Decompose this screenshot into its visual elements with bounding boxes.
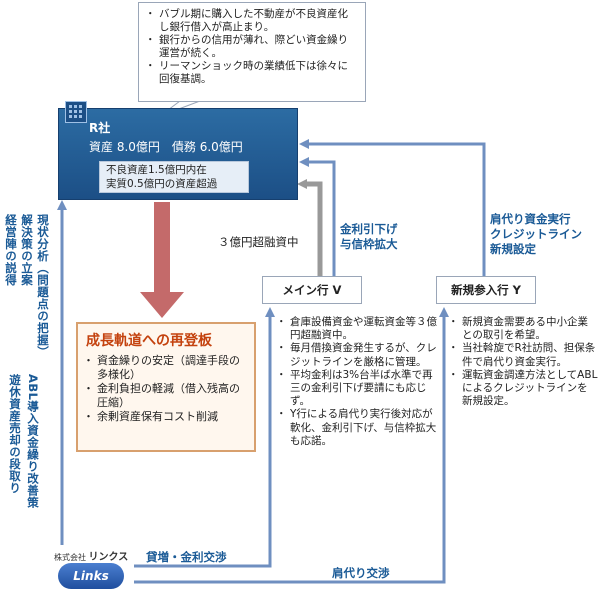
left-label-persuade: 経営陣の説得 (4, 214, 18, 286)
links-to-v-arrow (134, 307, 275, 568)
background-callout: バブル期に購入した不動産が不良資産化し銀行借入が高止まり。 銀行からの信用が薄れ… (138, 2, 366, 102)
bank-v-note: 毎月借換資金発生するが、クレジットラインを厳格に管理。 (276, 342, 440, 368)
company-name: R社 (89, 121, 111, 135)
company-status: 不良資産1.5億円内在 実質0.5億円の資産超過 (99, 161, 249, 193)
left-label-solution: 解決策の立案 (20, 214, 34, 286)
company-r-box: R社 資産 8.0億円 債務 6.0億円 不良資産1.5億円内在 実質0.5億円… (58, 101, 298, 200)
growth-box: 成長軌道への再登板 資金繰りの安定（調達手段の多様化） 金利負担の軽減（借入残高… (76, 322, 256, 452)
links-to-v-label: 貸増・金利交渉 (146, 550, 227, 564)
links-logo-badge: Links (58, 563, 124, 589)
v-to-r-gray-label: ３億円超融資中 (218, 235, 299, 249)
growth-arrow (140, 202, 184, 318)
v-to-r-gray-arrow (297, 179, 323, 276)
bank-y-note: 運転資金調達方法としてABLによるクレジットラインを新規設定。 (448, 369, 598, 409)
bank-v-box: メイン行 V (262, 276, 362, 304)
links-to-y-label: 肩代り交渉 (332, 566, 390, 580)
bank-v-note: Y行による肩代り実行後対応が軟化、金利引下げ、与信枠拡大も応諾。 (276, 408, 440, 448)
left-label-analysis: 現状分析（問題点の把握） (36, 214, 50, 358)
growth-title: 成長軌道への再登板 (86, 333, 212, 349)
links-to-y-arrow (134, 307, 449, 584)
growth-item: 金利負担の軽減（借入残高の圧縮） (83, 382, 246, 410)
bank-v-note: 平均金利は3%台半ば水準で再三の金利引下げ要請にも応じず。 (276, 369, 440, 409)
status-line: 実質0.5億円の資産超過 (106, 178, 218, 190)
callout-item: リーマンショック時の業績低下は徐々に回復基調。 (145, 60, 357, 86)
y-to-r-arrow (299, 139, 486, 276)
left-label-asset-sale: 遊休資産売却の段取り (8, 374, 22, 494)
bank-v-notes: 倉庫設備資金や運転資金等３億円超融資中。 毎月借換資金発生するが、クレジットライ… (276, 316, 440, 448)
callout-item: 銀行からの信用が薄れ、際どい資金繰り運営が続く。 (145, 34, 357, 60)
y-to-r-label: 肩代り資金実行 クレジットライン 新規設定 (490, 212, 582, 256)
company-assets: 資産 8.0億円 債務 6.0億円 (89, 140, 243, 154)
bank-v-note: 倉庫設備資金や運転資金等３億円超融資中。 (276, 316, 440, 342)
bank-y-note: 新規資金需要ある中小企業との取引を希望。 (448, 316, 598, 342)
building-icon (65, 101, 87, 123)
v-to-r-blue-arrow (299, 157, 336, 276)
bank-y-note: 当社斡旋でR社訪問、担保条件で肩代り資金実行。 (448, 342, 598, 368)
bank-y-notes: 新規資金需要ある中小企業との取引を希望。 当社斡旋でR社訪問、担保条件で肩代り資… (448, 316, 598, 409)
growth-item: 資金繰りの安定（調達手段の多様化） (83, 354, 246, 382)
growth-item: 余剰資産保有コスト削減 (83, 410, 246, 424)
left-label-abl: ABL導入資金繰り改善策 (26, 374, 40, 509)
bank-y-box: 新規参入行 Y (436, 276, 536, 304)
callout-item: バブル期に購入した不動産が不良資産化し銀行借入が高止まり。 (145, 8, 357, 34)
v-to-r-blue-label: 金利引下げ 与信枠拡大 (340, 222, 398, 251)
links-company-name: 株式会社 リンクス (54, 552, 129, 563)
links-logo: 株式会社 リンクス Links (46, 545, 134, 593)
status-line: 不良資産1.5億円内在 (106, 164, 207, 176)
